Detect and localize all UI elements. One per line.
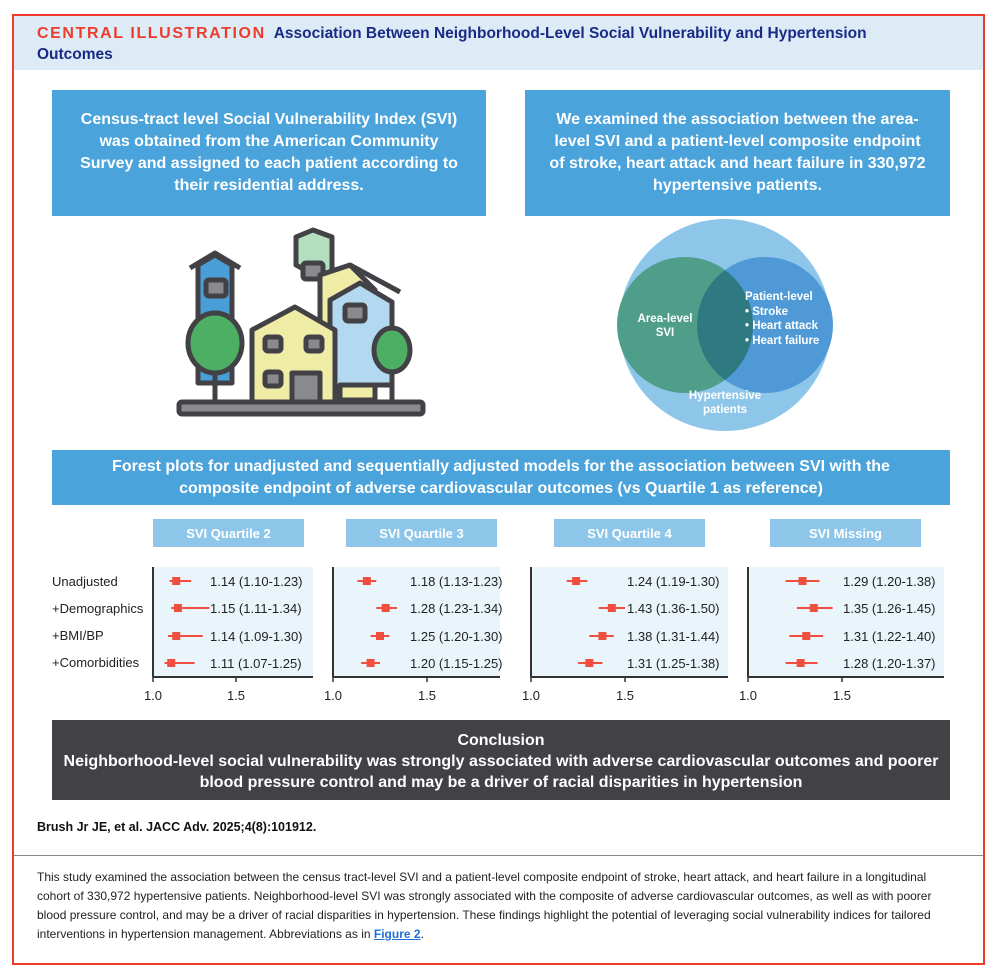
x-tick-label: 1.5 — [833, 688, 851, 703]
estimate-label: 1.15 (1.11-1.34) — [210, 601, 302, 616]
venn-outer-label: Hypertensive patients — [688, 390, 762, 416]
point-estimate — [572, 577, 581, 585]
estimate-label: 1.18 (1.13-1.23) — [410, 574, 503, 589]
row-label: +Demographics — [52, 601, 144, 616]
row-label: +Comorbidities — [52, 655, 140, 670]
divider — [14, 855, 983, 856]
figure-2-link[interactable]: Figure 2 — [373, 927, 421, 941]
point-estimate — [598, 632, 607, 640]
panel-title: SVI Quartile 2 — [153, 519, 304, 547]
point-estimate — [607, 604, 616, 612]
estimate-label: 1.29 (1.20-1.38) — [843, 574, 936, 589]
panel-background — [748, 567, 944, 677]
x-tick-label: 1.0 — [739, 688, 757, 703]
venn-overlap — [697, 257, 753, 393]
point-estimate — [362, 577, 371, 585]
estimate-label: 1.35 (1.26-1.45) — [843, 601, 936, 616]
estimate-label: 1.43 (1.36-1.50) — [627, 601, 720, 616]
conclusion-text: Neighborhood-level social vulnerability … — [63, 753, 939, 791]
x-tick-label: 1.0 — [522, 688, 540, 703]
panel-background — [333, 567, 500, 677]
row-label: Unadjusted — [52, 574, 118, 589]
forest-plots: 1.0 1.5 1.14 (1.10-1.23) 1.15 (1.11-1.34) 1.… — [144, 567, 944, 703]
point-estimate — [796, 659, 805, 667]
house-icon — [176, 227, 426, 417]
estimate-label: 1.38 (1.31-1.44) — [627, 629, 720, 644]
point-estimate — [798, 577, 807, 585]
point-estimate — [802, 632, 811, 640]
study-design-box: We examined the association between the … — [525, 90, 950, 216]
x-tick-label: 1.5 — [616, 688, 634, 703]
point-estimate — [366, 659, 375, 667]
conclusion-title: Conclusion — [457, 732, 545, 749]
estimate-label: 1.25 (1.20-1.30) — [410, 629, 503, 644]
caption: This study examined the association betw… — [37, 868, 962, 944]
caption-text: This study examined the association betw… — [37, 870, 932, 941]
estimate-label: 1.11 (1.07-1.25) — [210, 656, 302, 671]
venn-right-title: Patient-level — [745, 291, 813, 303]
citation: Brush Jr JE, et al. JACC Adv. 2025;4(8):… — [37, 820, 317, 834]
x-tick-label: 1.5 — [227, 688, 245, 703]
point-estimate — [585, 659, 594, 667]
point-estimate — [167, 659, 176, 667]
venn-diagram — [617, 219, 833, 431]
estimate-label: 1.14 (1.10-1.23) — [210, 574, 303, 589]
x-tick-label: 1.0 — [144, 688, 162, 703]
caption-end: . — [420, 927, 424, 941]
point-estimate — [381, 604, 390, 612]
panel-background — [153, 567, 313, 677]
conclusion-box: Conclusion Neighborhood-level social vul… — [52, 720, 950, 800]
x-tick-label: 1.0 — [324, 688, 342, 703]
point-estimate — [809, 604, 818, 612]
estimate-label: 1.14 (1.09-1.30) — [210, 629, 303, 644]
x-tick-label: 1.5 — [418, 688, 436, 703]
panel-title: SVI Quartile 4 — [554, 519, 705, 547]
point-estimate — [173, 604, 182, 612]
illustration-label: CENTRAL ILLUSTRATION — [37, 25, 266, 42]
forest-banner: Forest plots for unadjusted and sequenti… — [52, 450, 950, 505]
estimate-label: 1.31 (1.25-1.38) — [627, 656, 720, 671]
estimate-label: 1.20 (1.15-1.25) — [410, 656, 503, 671]
venn-left-label: Area-level SVI — [637, 313, 693, 339]
estimate-label: 1.28 (1.20-1.37) — [843, 656, 936, 671]
venn-item: • Heart attack — [745, 320, 819, 332]
frame-border — [12, 14, 985, 965]
svi-source-box: Census-tract level Social Vulnerability … — [52, 90, 486, 216]
row-label: +BMI/BP — [52, 628, 104, 643]
point-estimate — [172, 632, 181, 640]
panel-title: SVI Missing — [770, 519, 921, 547]
houses-illustration — [176, 227, 426, 417]
panel-title: SVI Quartile 3 — [346, 519, 497, 547]
panel-background — [531, 567, 728, 677]
point-estimate — [376, 632, 384, 640]
estimate-label: 1.24 (1.19-1.30) — [627, 574, 720, 589]
illustration-title: Association Between Neighborhood-Level S… — [37, 25, 867, 63]
venn-item: • Heart failure — [745, 334, 820, 347]
estimate-label: 1.31 (1.22-1.40) — [843, 629, 936, 644]
estimate-label: 1.28 (1.23-1.34) — [410, 601, 503, 616]
point-estimate — [172, 577, 181, 585]
venn-item: • Stroke — [745, 305, 789, 318]
venn-right-label: Patient-level • Stroke • Heart attack • … — [745, 290, 819, 348]
